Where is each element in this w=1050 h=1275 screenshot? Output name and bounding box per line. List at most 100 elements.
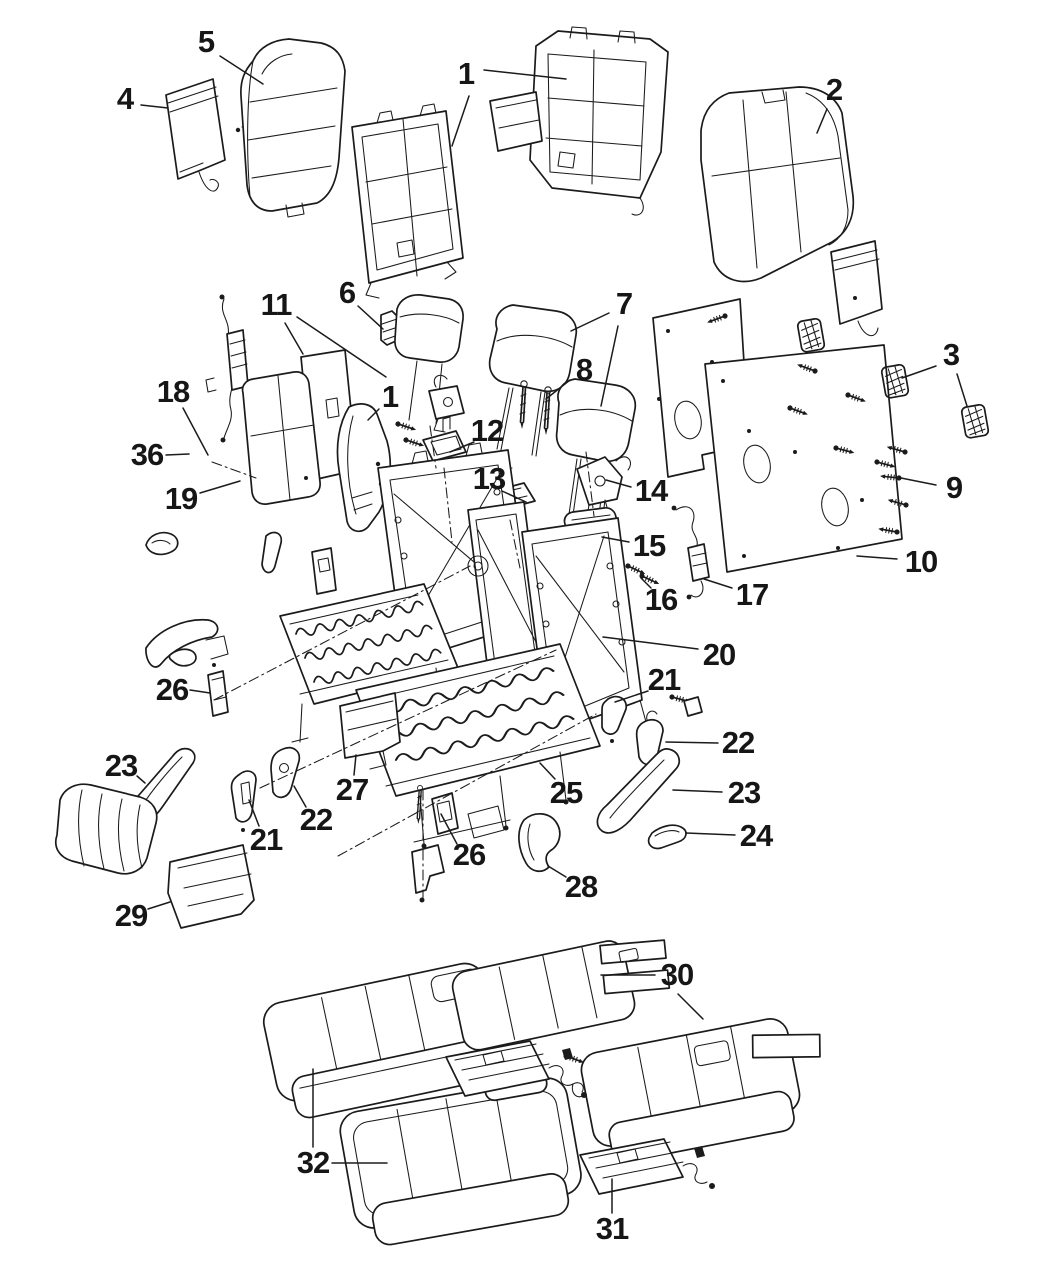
- part-4-close-out-panel: [165, 78, 252, 192]
- callout-12-13: 12: [470, 413, 504, 448]
- callout-7-6: 7: [615, 286, 633, 321]
- leader-3-8: [901, 365, 937, 379]
- close-out-panel-right: [830, 240, 883, 337]
- leader-1-10: [367, 408, 380, 421]
- leader-9-17: [900, 477, 937, 486]
- leader-19-12: [199, 480, 241, 494]
- leader-26-23: [189, 689, 211, 694]
- part-23-trim-right: [596, 748, 681, 834]
- leader-7-6: [600, 325, 619, 407]
- leader-15-16: [601, 536, 630, 543]
- assembly-center-lines: [211, 425, 597, 899]
- callout-32-37: 32: [296, 1145, 330, 1180]
- part-5-seat-back-cover: [240, 38, 346, 218]
- leader-12-13: [449, 441, 475, 453]
- part-26-bracket-center: [411, 784, 459, 903]
- part-14-latch: [576, 456, 632, 518]
- leader-27-27: [353, 754, 357, 776]
- callout-23-26: 23: [727, 775, 761, 810]
- part-7-headrest-b: [555, 378, 637, 536]
- leader-21-22: [614, 690, 649, 703]
- callout-5-0: 5: [197, 24, 215, 59]
- part-26-clip-left: [207, 663, 229, 717]
- callout-15-16: 15: [632, 528, 666, 563]
- leader-1-2: [483, 69, 567, 80]
- callout-21-30: 21: [249, 822, 283, 857]
- leader-8-7: [545, 379, 571, 400]
- callout-25-28: 25: [549, 775, 583, 810]
- heater-mat-front: [445, 1040, 587, 1098]
- leader-4-1: [140, 104, 169, 109]
- callout-23-25: 23: [104, 748, 138, 783]
- part-1-side-bolster: [336, 403, 392, 533]
- leader-23-25: [136, 775, 146, 784]
- leader-30-35: [677, 993, 704, 1020]
- leader-7-6: [570, 312, 610, 332]
- seat-cushion-center: [451, 939, 671, 1051]
- callout-19-12: 19: [164, 481, 198, 516]
- leader-29-34: [147, 901, 171, 910]
- leader-1-2: [451, 95, 470, 147]
- callout-24-31: 24: [739, 818, 773, 853]
- seat-cushion-left: [262, 962, 540, 1119]
- callout-14-15: 14: [634, 473, 668, 508]
- leader-22-24: [665, 741, 719, 744]
- callout-29-34: 29: [114, 898, 148, 933]
- leader-22-29: [293, 785, 307, 808]
- callout-26-32: 26: [452, 837, 486, 872]
- leader-18-9: [182, 407, 209, 456]
- leader-21-30: [248, 799, 260, 827]
- leader-11-5: [284, 322, 304, 355]
- small-hardware-left: [145, 531, 337, 595]
- leader-36-11: [165, 453, 190, 456]
- callout-6-4: 6: [338, 275, 356, 310]
- part-27-bracket: [339, 692, 401, 770]
- callout-3-8: 3: [942, 337, 960, 372]
- callout-8-7: 8: [575, 352, 593, 387]
- leader-lines: [136, 55, 968, 1214]
- part-29-shield-ribbed: [54, 783, 158, 875]
- part-6-headrest-guide-sleeve: [380, 310, 399, 346]
- callout-30-35: 30: [660, 957, 694, 992]
- leader-25-28: [539, 762, 556, 780]
- leader-14-15: [605, 479, 632, 488]
- callout-13-14: 13: [472, 461, 506, 496]
- leader-3-8: [956, 373, 968, 407]
- callout-27-27: 27: [335, 772, 369, 807]
- callout-4-1: 4: [116, 81, 134, 116]
- leader-23-26: [672, 789, 723, 793]
- callout-1-10: 1: [381, 379, 399, 414]
- leader-28-33: [547, 865, 567, 878]
- part-24-handle: [647, 824, 687, 850]
- callout-9-17: 9: [945, 470, 963, 505]
- callout-2-3: 2: [825, 72, 843, 107]
- callout-1-2: 1: [457, 56, 475, 91]
- callout-36-11: 36: [130, 437, 164, 472]
- callout-20-21: 20: [702, 637, 736, 672]
- latch-assembly-upper: [428, 374, 465, 433]
- leader-20-21: [602, 636, 699, 650]
- callout-16-19: 16: [644, 582, 678, 617]
- callout-11-5: 11: [260, 287, 293, 322]
- part-21-bracket-right: [601, 692, 703, 743]
- part-1-seat-back-frame-a: [351, 103, 464, 299]
- callout-31-36: 31: [595, 1211, 629, 1246]
- leader-17-20: [703, 578, 733, 589]
- part-21-bracket-left: [230, 770, 257, 832]
- callout-18-9: 18: [156, 374, 190, 409]
- headrest-frame-type: [394, 294, 464, 425]
- leader-24-31: [685, 832, 736, 836]
- leader-11-5: [296, 316, 387, 378]
- part-29-shield-flat: [167, 844, 255, 929]
- leader-13-14: [501, 490, 527, 503]
- leader-26-32: [440, 813, 458, 845]
- heater-mat-rear: [579, 1138, 715, 1195]
- callout-22-29: 22: [299, 802, 333, 837]
- recliner-lever-set: [145, 618, 229, 668]
- callout-22-24: 22: [721, 725, 755, 760]
- leader-5-0: [219, 55, 264, 85]
- callout-26-23: 26: [155, 672, 189, 707]
